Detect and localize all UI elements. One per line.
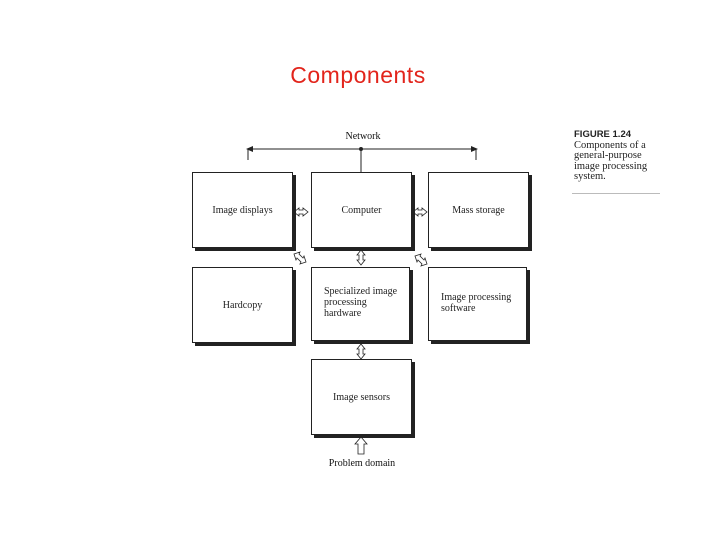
caption-divider <box>572 193 660 194</box>
network-arrowhead-icon <box>471 146 478 152</box>
image-sensors-label: Image sensors <box>333 391 390 403</box>
image-processing-software-label: Image processing software <box>441 292 512 314</box>
bidirectional-arrow-icon <box>356 343 366 360</box>
image-sensors-box: Image sensors <box>311 359 412 435</box>
image-displays-box: Image displays <box>192 172 293 248</box>
figure-caption: FIGURE 1.24 Components of a general-purp… <box>574 129 660 183</box>
bidirectional-arrow-icon <box>412 207 428 217</box>
specialized-hardware-box: Specialized image processing hardware <box>311 267 410 341</box>
bidirectional-arrow-icon <box>293 251 307 265</box>
slide-title: Components <box>290 62 426 88</box>
network-arrowhead-icon <box>246 146 253 152</box>
bidirectional-arrow-icon <box>356 249 366 266</box>
bidirectional-arrow-icon <box>293 207 309 217</box>
hardcopy-box: Hardcopy <box>192 267 293 343</box>
bidirectional-arrow-icon <box>414 253 428 267</box>
mass-storage-box: Mass storage <box>428 172 529 248</box>
mass-storage-label: Mass storage <box>452 204 505 216</box>
figure-number: FIGURE 1.24 <box>574 129 632 140</box>
figure-caption-text: Components of a general-purpose image pr… <box>574 139 648 182</box>
computer-box: Computer <box>311 172 412 248</box>
up-arrow-icon <box>354 436 368 455</box>
specialized-hardware-label: Specialized image processing hardware <box>324 286 398 319</box>
network-label: Network <box>345 131 381 142</box>
image-displays-label: Image displays <box>212 204 273 216</box>
image-processing-software-box: Image processing software <box>428 267 527 341</box>
hardcopy-label: Hardcopy <box>222 299 263 311</box>
problem-domain-label: Problem domain <box>328 458 396 469</box>
computer-label: Computer <box>341 204 382 216</box>
